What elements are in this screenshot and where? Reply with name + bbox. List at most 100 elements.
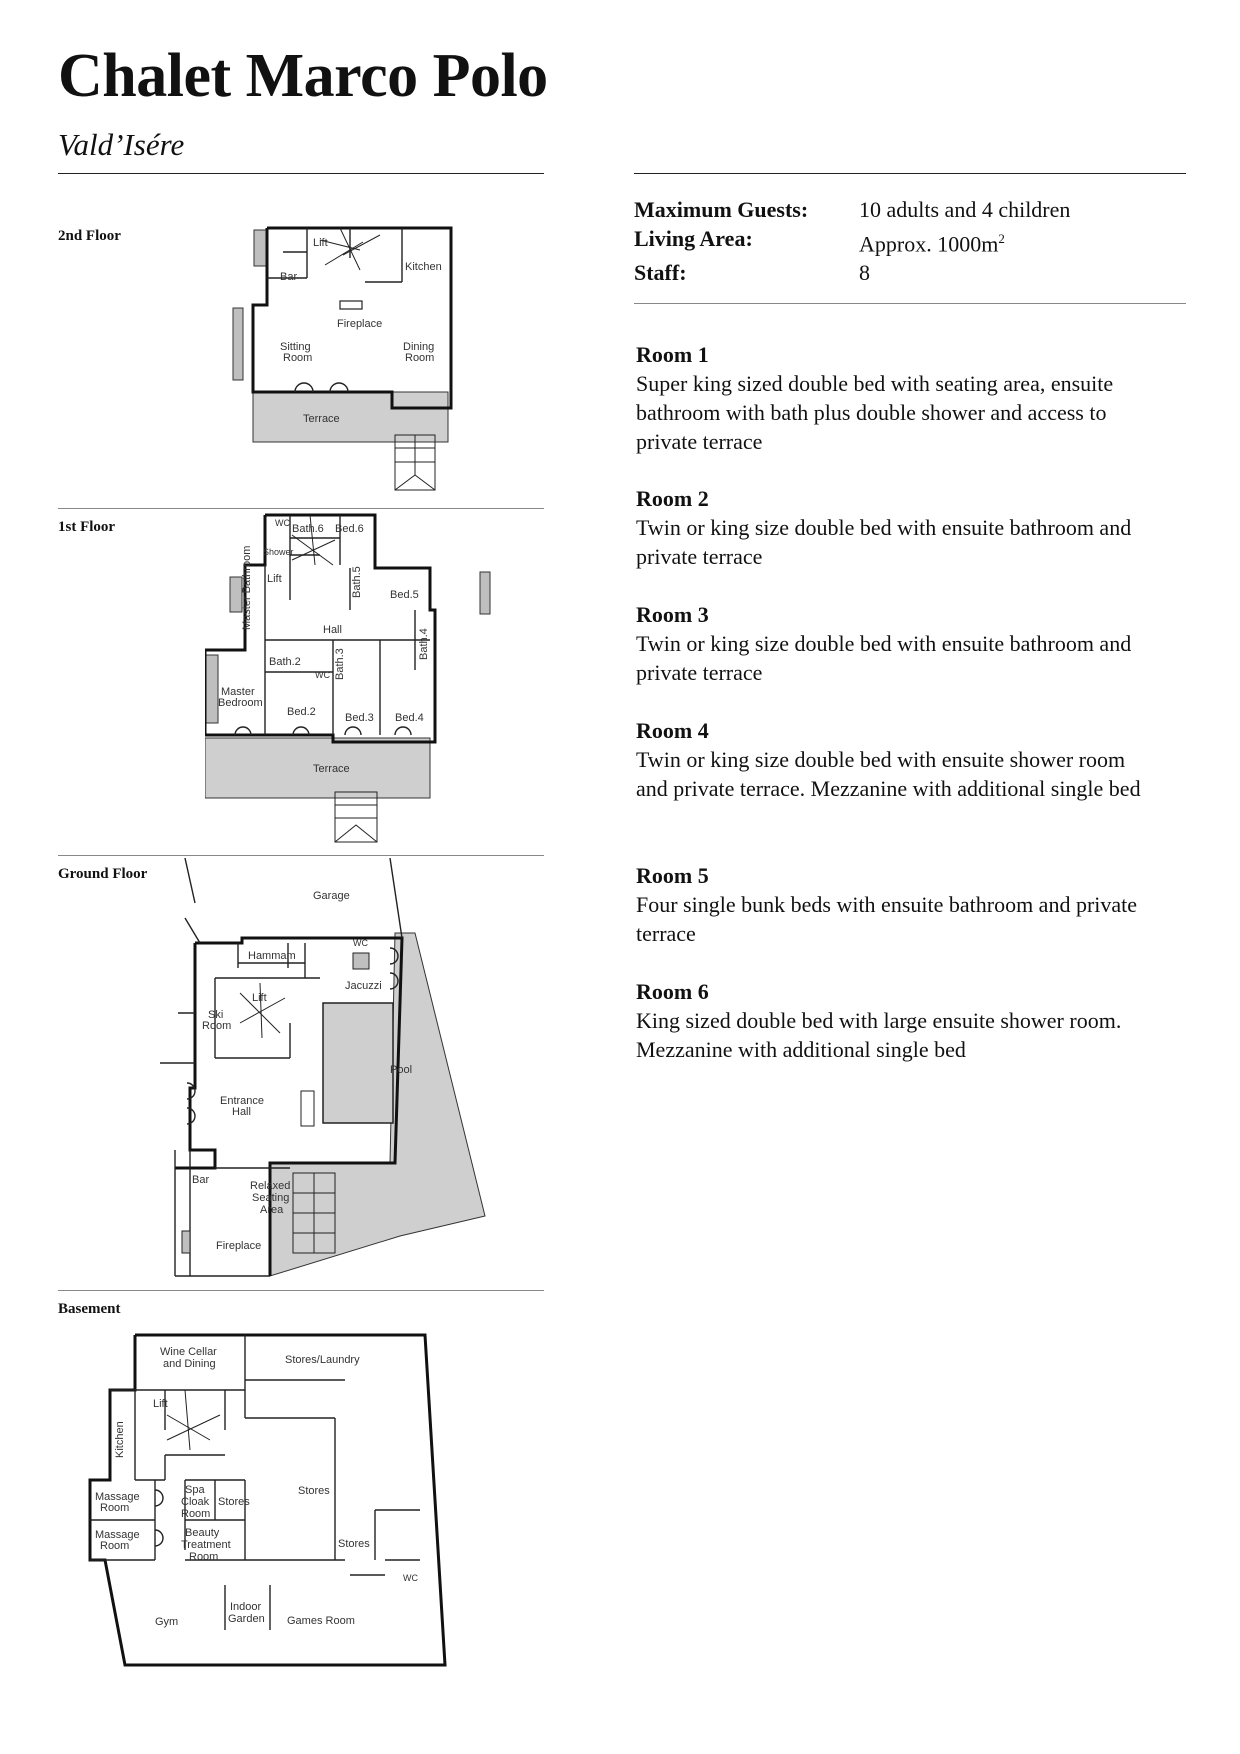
room-label-master-bathroom: Master Bathroom [241,546,253,630]
room-title: Room 4 [636,718,709,743]
room-label-master: Master [221,686,255,698]
room-description: Twin or king size double bed with ensuit… [636,515,1132,569]
room-label-spa-2: Cloak [181,1496,210,1508]
room-label-fireplace: Fireplace [216,1240,261,1252]
staff-label: Staff: [634,260,687,286]
right-header-divider [634,173,1186,174]
room-label-bath6: Bath.6 [292,523,324,535]
room-description: King sized double bed with large ensuite… [636,1008,1122,1062]
room-label-indoor-2: Garden [228,1613,265,1625]
room-label-indoor: Indoor [230,1601,262,1613]
room-4: Room 4 Twin or king size double bed with … [636,716,1156,803]
room-label-wine-cellar-2: and Dining [163,1358,216,1370]
room-label-pool: Pool [390,1064,412,1076]
room-description: Four single bunk beds with ensuite bathr… [636,892,1138,946]
room-label-garage: Garage [313,890,350,902]
room-label-hammam: Hammam [248,950,296,962]
room-label-sitting-2: Room [283,352,312,364]
room-label-spa: Spa [185,1484,205,1496]
room-label-terrace: Terrace [313,763,350,775]
room-label-stores: Stores [298,1485,330,1497]
facts-divider [634,303,1186,304]
room-label-dining: Dining [403,341,434,353]
room-label-bed6: Bed.6 [335,523,364,535]
room-label-beauty-2: Treatment [181,1539,231,1551]
floor-label-basement: Basement [58,1301,121,1317]
room-label-bed5: Bed.5 [390,589,419,601]
room-label-entrance: Entrance [220,1095,264,1107]
room-label-entrance-2: Hall [232,1106,251,1118]
room-label-hall: Hall [323,624,342,636]
left-header-divider [58,173,544,174]
room-label-bed4: Bed.4 [395,712,424,724]
room-label-lift: Lift [267,573,282,585]
room-label-jacuzzi: Jacuzzi [345,980,382,992]
room-label-ski: Ski [208,1009,223,1021]
room-label-relaxed: Relaxed [250,1180,290,1192]
room-title: Room 5 [636,863,709,888]
room-label-bath2: Bath.2 [269,656,301,668]
room-label-lift: Lift [313,237,328,249]
floor-divider [58,508,544,509]
room-title: Room 3 [636,602,709,627]
room-title: Room 1 [636,342,709,367]
room-label-wc: WC [275,518,290,528]
floor-label-2nd: 2nd Floor [58,228,121,244]
room-label-kitchen: Kitchen [114,1421,126,1458]
page-title: Chalet Marco Polo [58,42,548,110]
room-5: Room 5 Four single bunk beds with ensuite… [636,861,1156,948]
room-label-wc: WC [403,1573,418,1583]
room-label-bed2: Bed.2 [287,706,316,718]
room-1: Room 1 Super king sized double bed with s… [636,340,1156,456]
room-description: Twin or king size double bed with ensuit… [636,631,1132,685]
page-subtitle: Vald’Isére [58,127,185,162]
room-label-shower: Shower [263,547,294,557]
area-label: Living Area: [634,226,753,251]
room-label-relaxed-2: Seating [252,1192,289,1204]
room-description: Super king sized double bed with seating… [636,371,1114,454]
room-label-massage-room: Room [100,1502,129,1514]
room-label-relaxed-3: Area [260,1204,284,1216]
room-label-lift: Lift [153,1398,168,1410]
room-3: Room 3 Twin or king size double bed with … [636,600,1156,687]
area-value: Approx. 1000m2 [859,231,1005,257]
room-title: Room 2 [636,486,709,511]
room-label-fireplace: Fireplace [337,318,382,330]
room-label-wc: WC [353,938,368,948]
floor-plan-1st: WC Bath.6 Bed.6 Shower Lift Bath.5 Bed.5… [205,513,491,843]
room-label-beauty: Beauty [185,1527,220,1539]
floor-plan-2nd: Lift Bar Kitchen Fireplace Sitting Room … [232,226,453,491]
guests-value: 10 adults and 4 children [859,197,1071,222]
floor-label-1st: 1st Floor [58,519,116,535]
room-label-bath4: Bath.4 [418,628,430,660]
room-label-stores-laundry: Stores/Laundry [285,1354,360,1366]
room-label-massage-room-2: Room [100,1540,129,1552]
room-label-massage-2: Massage [95,1529,140,1541]
floor-divider [58,1290,544,1291]
room-label-spa-3: Room [181,1508,210,1520]
room-label-wine-cellar: Wine Cellar [160,1346,217,1358]
room-label-massage: Massage [95,1491,140,1503]
room-label-wc-2: WC [315,670,330,680]
room-label-games-room: Games Room [287,1615,355,1627]
room-label-bedroom: Bedroom [218,697,263,709]
room-label-stores-3: Stores [338,1538,370,1550]
floor-plan-ground: Garage Hammam WC Jacuzzi Lift Ski Room P… [160,858,486,1277]
room-label-beauty-3: Room [189,1551,218,1563]
room-label-dining-2: Room [405,352,434,364]
room-label-kitchen: Kitchen [405,261,442,273]
floor-divider [58,855,544,856]
staff-value: 8 [859,260,870,286]
room-label-terrace: Terrace [303,413,340,425]
floor-plan-basement: Wine Cellar and Dining Stores/Laundry Li… [88,1333,447,1667]
room-description: Twin or king size double bed with ensuit… [636,747,1141,801]
room-label-sitting: Sitting [280,341,311,353]
room-2: Room 2 Twin or king size double bed with … [636,484,1156,571]
room-label-bar: Bar [280,271,297,283]
room-label-ski-2: Room [202,1020,231,1032]
room-label-gym: Gym [155,1616,178,1628]
floor-label-ground: Ground Floor [58,866,148,882]
room-label-bath5: Bath.5 [351,566,363,598]
room-label-bath3: Bath.3 [334,648,346,680]
